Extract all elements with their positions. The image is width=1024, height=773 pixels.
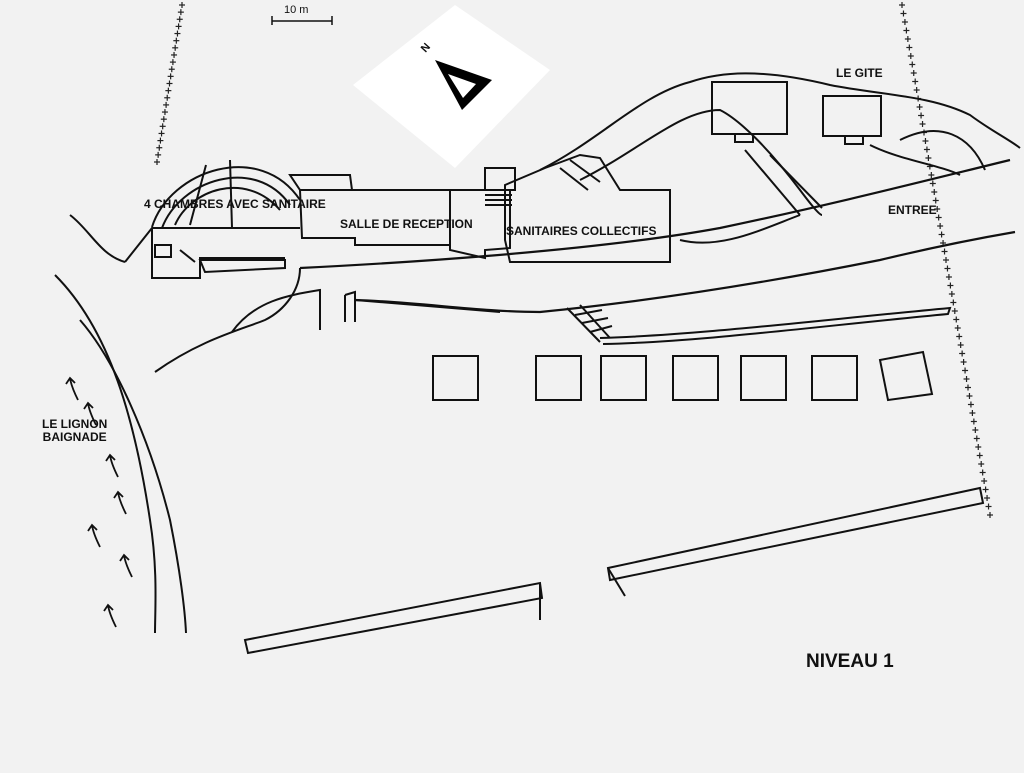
scale-bar-label: 10 m <box>284 4 309 16</box>
label-reception: SALLE DE RECEPTION <box>340 217 473 231</box>
river-flow-arrows <box>65 376 133 628</box>
gite-grounds-outline <box>539 72 1021 171</box>
sanitaires-building <box>504 153 671 263</box>
pitch-2 <box>535 355 582 401</box>
gite-building-1 <box>711 81 788 135</box>
chambres-arc-outer <box>151 166 301 228</box>
gite-building-2 <box>822 95 882 137</box>
path-loop <box>154 267 301 373</box>
river-bank-outer <box>54 274 157 634</box>
label-river: LE LIGNON BAIGNADE <box>42 417 108 445</box>
label-sanitaires: SANITAIRES COLLECTIFS <box>506 224 657 238</box>
river-bank-inner <box>79 319 187 634</box>
label-gite: LE GITE <box>836 66 883 80</box>
scale-bar <box>271 16 333 25</box>
alley-long-2 <box>243 581 544 655</box>
pitch-4 <box>672 355 719 401</box>
label-river-line1: LE LIGNON <box>42 417 108 431</box>
pitch-7 <box>878 350 934 402</box>
pitch-6 <box>811 355 858 401</box>
property-boundary-left <box>154 2 185 165</box>
path-west <box>69 214 126 263</box>
label-river-line2: BAIGNADE <box>42 430 107 445</box>
alley-long-1 <box>606 486 985 582</box>
pitch-5 <box>740 355 787 401</box>
alley <box>599 306 952 345</box>
pitch-3 <box>600 355 647 401</box>
label-entree: ENTREE <box>888 203 937 217</box>
pitch-1 <box>432 355 479 401</box>
road-lower-edge <box>354 230 1016 314</box>
label-chambres: 4 CHAMBRES AVEC SANITAIRE <box>144 197 326 211</box>
level-title: NIVEAU 1 <box>806 651 894 672</box>
property-boundary-right <box>899 2 993 518</box>
road-upper-edge <box>299 158 1011 270</box>
